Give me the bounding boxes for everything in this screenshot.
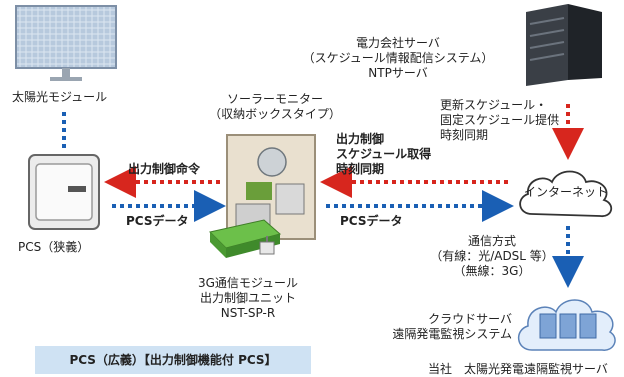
- power-company-server-label: 電力会社サーバ （スケジュール情報配信システム） NTPサーバ: [298, 36, 498, 81]
- internet-label: インターネット: [524, 185, 609, 199]
- schedule-line1: 出力制御: [336, 132, 385, 146]
- update-line3: 時刻同期: [440, 128, 489, 142]
- module-line3: NST-SP-R: [220, 306, 276, 320]
- server-line3: NTPサーバ: [368, 66, 428, 80]
- comm-line3: （無線：3G）: [453, 264, 531, 278]
- pcs-broad-banner: PCS（広義）【出力制御機能付 PCS】: [35, 346, 311, 374]
- module-line1: 3G通信モジュール: [197, 276, 299, 290]
- cloud-server-label: クラウドサーバ 遠隔発電監視システム: [392, 312, 512, 342]
- monitor-line1: ソーラーモニター: [226, 92, 323, 106]
- server-line2: （スケジュール情報配信システム）: [302, 51, 494, 65]
- company-server-caption: 当社 太陽光発電遠隔監視サーバ: [428, 362, 608, 376]
- pcs-data-left-label: PCSデータ: [126, 214, 189, 228]
- solar-monitor-label: ソーラーモニター （収納ボックスタイプ）: [200, 92, 350, 122]
- cloud-server-icon: [518, 299, 616, 351]
- update-schedule-label: 更新スケジュール・ 固定スケジュール提供 時刻同期: [440, 98, 559, 143]
- comm-method-label: 通信方式 （有線：光/ADSL 等） （無線：3G）: [424, 234, 560, 279]
- update-line2: 固定スケジュール提供: [440, 113, 560, 127]
- monitor-box-icon: [226, 134, 316, 240]
- schedule-line2: スケジュール取得: [336, 147, 432, 161]
- server-rack-icon: [526, 4, 602, 86]
- pcs-data-right-label: PCSデータ: [340, 214, 403, 228]
- internet-cloud-icon: [519, 170, 613, 217]
- comm-line2: （有線：光/ADSL 等）: [430, 249, 554, 263]
- antenna-icon: [259, 236, 275, 255]
- solar-module-label: 太陽光モジュール: [12, 90, 108, 104]
- comm-line1: 通信方式: [467, 234, 516, 248]
- cloud-line1: クラウドサーバ: [428, 312, 512, 326]
- output-command-label: 出力制御命令: [128, 162, 201, 176]
- pcs-narrow-label: PCS（狭義）: [18, 240, 90, 254]
- module-label: 3G通信モジュール 出力制御ユニット NST-SP-R: [178, 276, 318, 321]
- schedule-label: 出力制御 スケジュール取得 時刻同期: [336, 132, 431, 177]
- cloud-line2: 遠隔発電監視システム: [392, 327, 512, 341]
- module-line2: 出力制御ユニット: [199, 291, 296, 305]
- monitor-line2: （収納ボックスタイプ）: [209, 107, 341, 121]
- server-line1: 電力会社サーバ: [356, 36, 440, 50]
- solar-panel-icon: [15, 5, 117, 81]
- update-line1: 更新スケジュール・: [440, 98, 548, 112]
- pcs-unit-icon: [28, 154, 100, 230]
- schedule-line3: 時刻同期: [336, 162, 385, 176]
